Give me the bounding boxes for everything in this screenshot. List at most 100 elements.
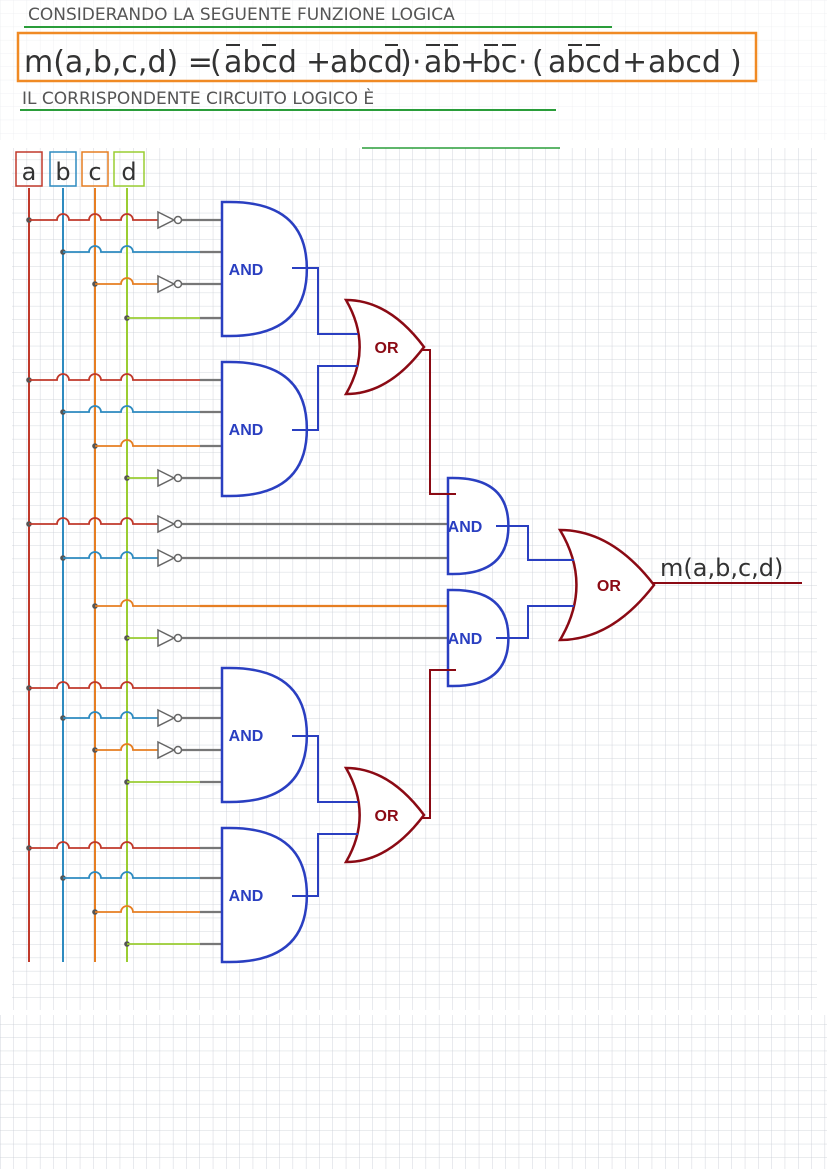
wire-segment <box>29 373 200 381</box>
not-bubble-icon <box>173 633 183 643</box>
wire-segment <box>63 871 200 879</box>
formula-dot: · <box>412 45 422 80</box>
wire-row <box>60 871 222 881</box>
main-grid <box>12 148 817 1010</box>
formula-plus-3: + <box>622 45 647 80</box>
wire-row <box>60 405 222 415</box>
wire-row <box>26 514 448 534</box>
formula-plus-1: + <box>306 45 331 80</box>
wire-row <box>60 708 222 728</box>
formula-term-6: abcd <box>648 45 721 80</box>
wire-row <box>124 315 222 321</box>
wire-row <box>92 740 222 760</box>
not-bubble-icon <box>173 553 183 563</box>
not-gate-icon <box>157 274 176 294</box>
input-box-b <box>49 151 77 187</box>
wire-segment <box>95 599 200 607</box>
wire-segment <box>95 743 158 751</box>
input-label-b: b <box>55 158 70 186</box>
formula-paren2-open: ( <box>532 45 544 80</box>
not-gate-icon <box>157 740 176 760</box>
or-gate-label: OR <box>375 808 399 825</box>
and-gate-label: AND <box>229 888 264 905</box>
wire-row <box>26 210 222 230</box>
input-buses <box>28 188 128 962</box>
formula-term-4: bc <box>482 45 518 80</box>
wire-segment <box>29 517 158 525</box>
formula-frame <box>16 31 758 83</box>
input-label-c: c <box>88 158 101 186</box>
not-gate-icon <box>157 468 176 488</box>
input-label-a: a <box>22 158 37 186</box>
header-grid <box>0 0 827 140</box>
wire-row <box>124 941 222 947</box>
or-gate-body <box>557 528 656 642</box>
wire-segment <box>29 681 200 689</box>
wire-row <box>26 841 222 851</box>
wire-segment <box>63 245 200 253</box>
not-gate-icon <box>157 628 176 648</box>
input-label-d: d <box>121 158 136 186</box>
and-gate-label: AND <box>448 519 483 536</box>
formula-term-3: ab <box>424 45 461 80</box>
formula-plus-2: + <box>460 45 485 80</box>
and-gate-body <box>220 200 309 338</box>
and-gate-label: AND <box>229 422 264 439</box>
input-box-c <box>81 151 109 187</box>
not-gate-icon <box>157 210 176 230</box>
formula-term-5: abcd <box>548 45 621 80</box>
input-box-a <box>15 151 43 187</box>
and-gate-1: AND <box>220 200 309 338</box>
and-gate-label: AND <box>229 728 264 745</box>
wire-row <box>26 681 222 691</box>
bottom-grid <box>0 1015 827 1169</box>
formula-term-2: abcd <box>330 45 403 80</box>
not-bubble-icon <box>173 745 183 755</box>
or-gate-label: OR <box>597 578 621 595</box>
wire-row <box>92 274 222 294</box>
wire-row <box>92 439 222 449</box>
header-line3: IL CORRISPONDENTE CIRCUITO LOGICO È <box>22 87 374 109</box>
not-bubble-icon <box>173 279 183 289</box>
not-bubble-icon <box>173 215 183 225</box>
wire-segment <box>95 905 200 913</box>
wire-row <box>60 548 448 568</box>
input-labels: a b c d <box>15 151 145 187</box>
and-gate-label: AND <box>229 262 264 279</box>
formula-paren2-close: ) <box>730 45 742 80</box>
wire-row <box>26 373 222 383</box>
and-gate-label: AND <box>448 631 483 648</box>
formula: m(a,b,c,d) = ( abcd + abcd ) · ab + bc ·… <box>24 45 742 80</box>
output-label: m(a,b,c,d) <box>660 554 783 582</box>
wire-segment <box>63 405 200 413</box>
interconnect-wires <box>292 267 802 897</box>
and-gate-6: AND <box>446 588 510 688</box>
or-gate-3: OR <box>557 528 656 642</box>
input-box-d <box>113 151 145 187</box>
wire-row <box>124 468 222 488</box>
not-gate-icon <box>157 514 176 534</box>
gates: AND AND AND AND AND AND OR OR OR <box>220 200 656 964</box>
wire-row <box>124 628 448 648</box>
input-wires <box>26 210 448 947</box>
formula-dot-2: · <box>518 45 528 80</box>
wire-segment <box>95 439 200 447</box>
or-gate-body <box>343 298 426 396</box>
wire-row <box>124 779 222 785</box>
not-bubble-icon <box>173 473 183 483</box>
wire-segment <box>95 277 158 285</box>
wire-segment <box>63 551 158 559</box>
wire-row <box>60 245 222 255</box>
wire-segment <box>29 213 158 221</box>
or-gate-label: OR <box>375 340 399 357</box>
not-gate-icon <box>157 548 176 568</box>
not-gate-icon <box>157 708 176 728</box>
formula-lhs: m(a,b,c,d) = <box>24 45 213 80</box>
header-line1: CONSIDERANDO LA SEGUENTE FUNZIONE LOGICA <box>28 5 455 25</box>
not-bubble-icon <box>173 713 183 723</box>
and-gate-2: AND <box>220 360 309 498</box>
wire-row <box>92 599 448 609</box>
or-gate-body <box>343 766 426 864</box>
formula-paren1-close: ) <box>400 45 412 80</box>
